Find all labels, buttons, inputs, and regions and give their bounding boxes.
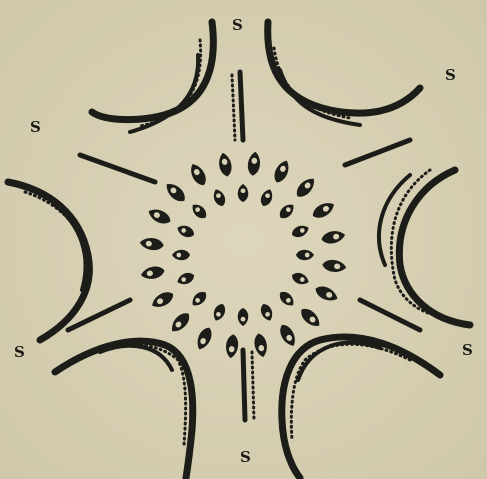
label-top-right: S	[445, 66, 456, 84]
label-bottom-right: S	[462, 341, 473, 359]
label-top-left: S	[30, 118, 41, 136]
label-bottom: S	[240, 448, 251, 466]
label-bottom-left: S	[14, 343, 25, 361]
label-top: S	[232, 16, 243, 34]
ridge-bottom	[243, 350, 245, 420]
ridge-top	[240, 72, 243, 140]
